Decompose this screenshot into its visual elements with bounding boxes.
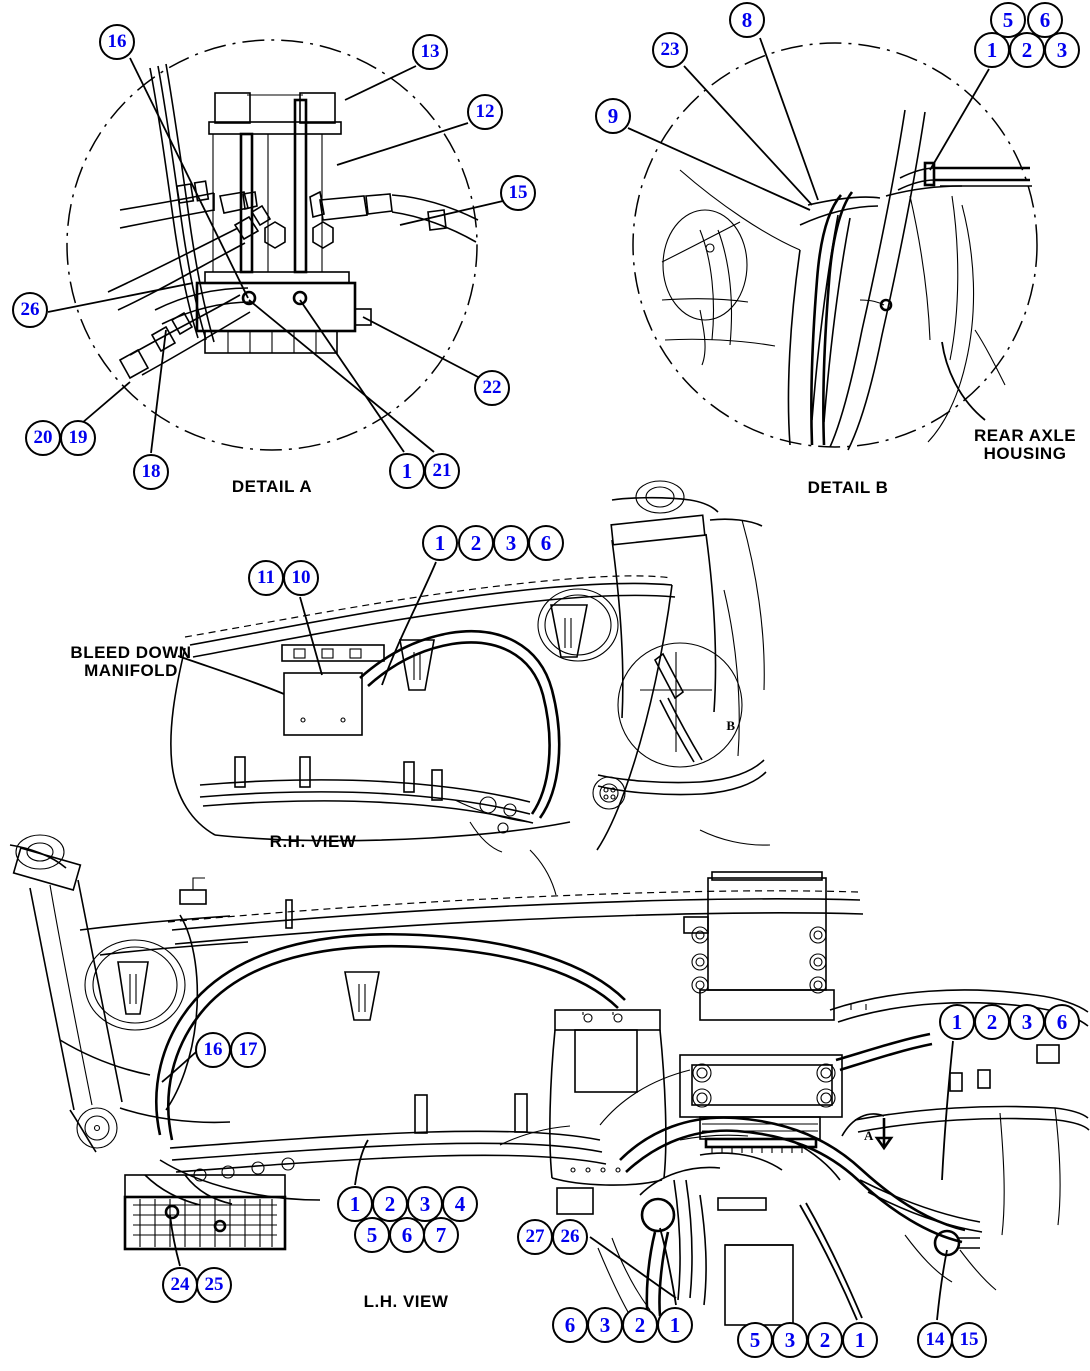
callout-balloon-rear-view-1-45[interactable]: 1 <box>657 1307 693 1343</box>
lh-view-leaders <box>161 1051 369 1267</box>
callout-balloon-detail-a-18-8[interactable]: 18 <box>133 454 169 490</box>
rear-axle-housing-line2: HOUSING <box>983 444 1067 463</box>
bleed-down-line2: MANIFOLD <box>84 661 178 680</box>
callout-balloon-detail-a-19-7[interactable]: 19 <box>60 420 96 456</box>
callout-balloon-rear-view-2-44[interactable]: 2 <box>622 1307 658 1343</box>
callout-balloon-detail-b-2-17[interactable]: 2 <box>1009 32 1045 68</box>
callout-balloon-rear-view-5-46[interactable]: 5 <box>737 1322 773 1358</box>
callout-balloon-lh-view-4-30[interactable]: 4 <box>442 1186 478 1222</box>
callout-balloon-rear-view-15-51[interactable]: 15 <box>951 1322 987 1358</box>
callout-balloon-detail-a-15-3[interactable]: 15 <box>500 175 536 211</box>
callout-balloon-rh-view-6-22[interactable]: 6 <box>528 525 564 561</box>
callout-balloon-lh-view-16-25[interactable]: 16 <box>195 1032 231 1068</box>
bleed-down-line1: BLEED DOWN <box>70 643 192 662</box>
callout-balloon-detail-b-9-13[interactable]: 9 <box>595 98 631 134</box>
callout-balloon-detail-a-22-5[interactable]: 22 <box>474 370 510 406</box>
rear-assembly-leaders <box>589 1040 954 1321</box>
callout-balloon-detail-b-1-16[interactable]: 1 <box>974 32 1010 68</box>
callout-balloon-detail-b-8-11[interactable]: 8 <box>729 2 765 38</box>
callout-balloon-lh-view-1-27[interactable]: 1 <box>337 1186 373 1222</box>
detail-a-hoses <box>107 63 479 380</box>
callout-balloon-lh-view-2-28[interactable]: 2 <box>372 1186 408 1222</box>
callout-balloon-lh-view-6-32[interactable]: 6 <box>389 1217 425 1253</box>
callout-balloon-detail-a-26-4[interactable]: 26 <box>12 292 48 328</box>
callout-balloon-rh-view-10-24[interactable]: 10 <box>283 560 319 596</box>
detail-a-manifold <box>195 92 372 354</box>
callout-balloon-rear-view-6-42[interactable]: 6 <box>552 1307 588 1343</box>
rear-axle-housing-line1: REAR AXLE <box>973 426 1077 445</box>
callout-balloon-rh-view-3-21[interactable]: 3 <box>493 525 529 561</box>
rear-assembly-geometry <box>499 871 1090 1326</box>
callout-balloon-detail-b-3-18[interactable]: 3 <box>1044 32 1080 68</box>
detail-b-geometry <box>661 109 1032 451</box>
callout-balloon-lh-view-3-29[interactable]: 3 <box>407 1186 443 1222</box>
callout-balloon-detail-a-1-9[interactable]: 1 <box>389 453 425 489</box>
callout-balloon-rear-view-2-48[interactable]: 2 <box>807 1322 843 1358</box>
callout-balloon-lh-view-24-34[interactable]: 24 <box>162 1267 198 1303</box>
callout-balloon-detail-a-13-1[interactable]: 13 <box>412 34 448 70</box>
callout-balloon-rear-view-3-43[interactable]: 3 <box>587 1307 623 1343</box>
callout-balloon-rh-view-2-20[interactable]: 2 <box>458 525 494 561</box>
callout-balloon-rear-view-1-36[interactable]: 1 <box>939 1004 975 1040</box>
detail-a-title: DETAIL A <box>231 477 313 496</box>
callout-balloon-lh-view-7-33[interactable]: 7 <box>423 1217 459 1253</box>
section-marker-a: A <box>864 1128 874 1143</box>
detail-b-leaders <box>627 37 990 211</box>
rh-view-title: R.H. VIEW <box>269 832 357 851</box>
callout-balloon-detail-a-12-2[interactable]: 12 <box>467 94 503 130</box>
callout-balloon-detail-b-6-15[interactable]: 6 <box>1027 2 1063 38</box>
callout-balloon-detail-a-20-6[interactable]: 20 <box>25 420 61 456</box>
callout-balloon-detail-a-21-10[interactable]: 21 <box>424 453 460 489</box>
callout-balloon-rh-view-11-23[interactable]: 11 <box>248 560 284 596</box>
callout-balloon-rear-view-1-49[interactable]: 1 <box>842 1322 878 1358</box>
detail-b-title: DETAIL B <box>807 478 889 497</box>
lh-view-title: L.H. VIEW <box>363 1292 449 1311</box>
callout-balloon-rear-view-3-38[interactable]: 3 <box>1009 1004 1045 1040</box>
callout-balloon-lh-view-5-31[interactable]: 5 <box>354 1217 390 1253</box>
callout-balloon-lh-view-17-26[interactable]: 17 <box>230 1032 266 1068</box>
callout-balloon-lh-view-25-35[interactable]: 25 <box>196 1267 232 1303</box>
callout-balloon-rear-view-3-47[interactable]: 3 <box>772 1322 808 1358</box>
callout-balloon-rh-view-1-19[interactable]: 1 <box>422 525 458 561</box>
callout-balloon-detail-a-16-0[interactable]: 16 <box>99 24 135 60</box>
callout-balloon-rear-view-6-39[interactable]: 6 <box>1044 1004 1080 1040</box>
detail-a-leaders <box>47 57 504 454</box>
callout-balloon-rear-view-27-40[interactable]: 27 <box>517 1219 553 1255</box>
callout-balloon-rear-view-14-50[interactable]: 14 <box>917 1322 953 1358</box>
section-marker-b: B <box>726 718 736 733</box>
callout-balloon-detail-b-23-12[interactable]: 23 <box>652 32 688 68</box>
callout-balloon-rear-view-2-37[interactable]: 2 <box>974 1004 1010 1040</box>
lh-view-geometry <box>9 834 864 1251</box>
callout-balloon-rear-view-26-41[interactable]: 26 <box>552 1219 588 1255</box>
